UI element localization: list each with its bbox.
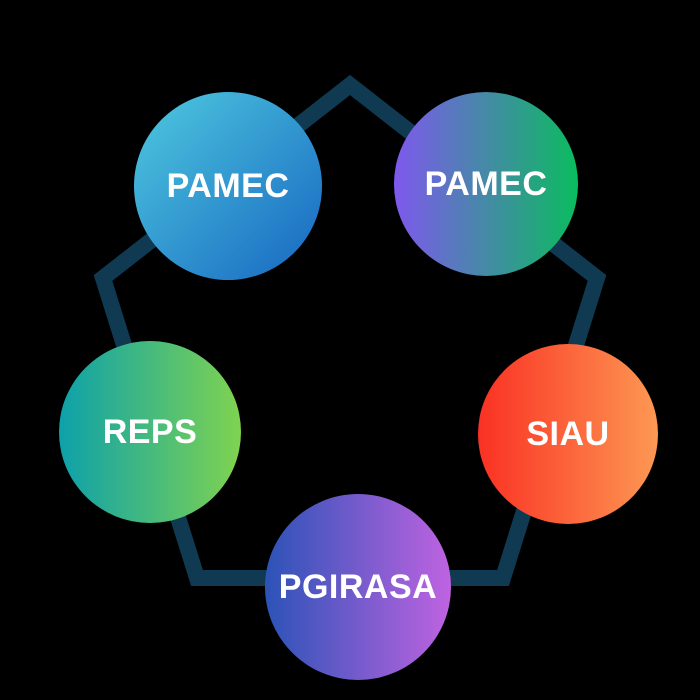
node-pgirasa-label: PGIRASA	[278, 567, 438, 606]
node-siau: SIAU	[478, 344, 658, 524]
node-siau-label: SIAU	[526, 414, 610, 453]
node-pamec-top-right: PAMEC	[394, 92, 578, 276]
node-pamec-top-left: PAMEC	[134, 92, 322, 280]
node-pamec-top-right-label: PAMEC	[424, 164, 548, 203]
node-reps-label: REPS	[102, 412, 198, 451]
node-pamec-top-left-label: PAMEC	[166, 166, 290, 205]
node-pgirasa: PGIRASA	[265, 494, 451, 680]
node-reps: REPS	[59, 341, 241, 523]
